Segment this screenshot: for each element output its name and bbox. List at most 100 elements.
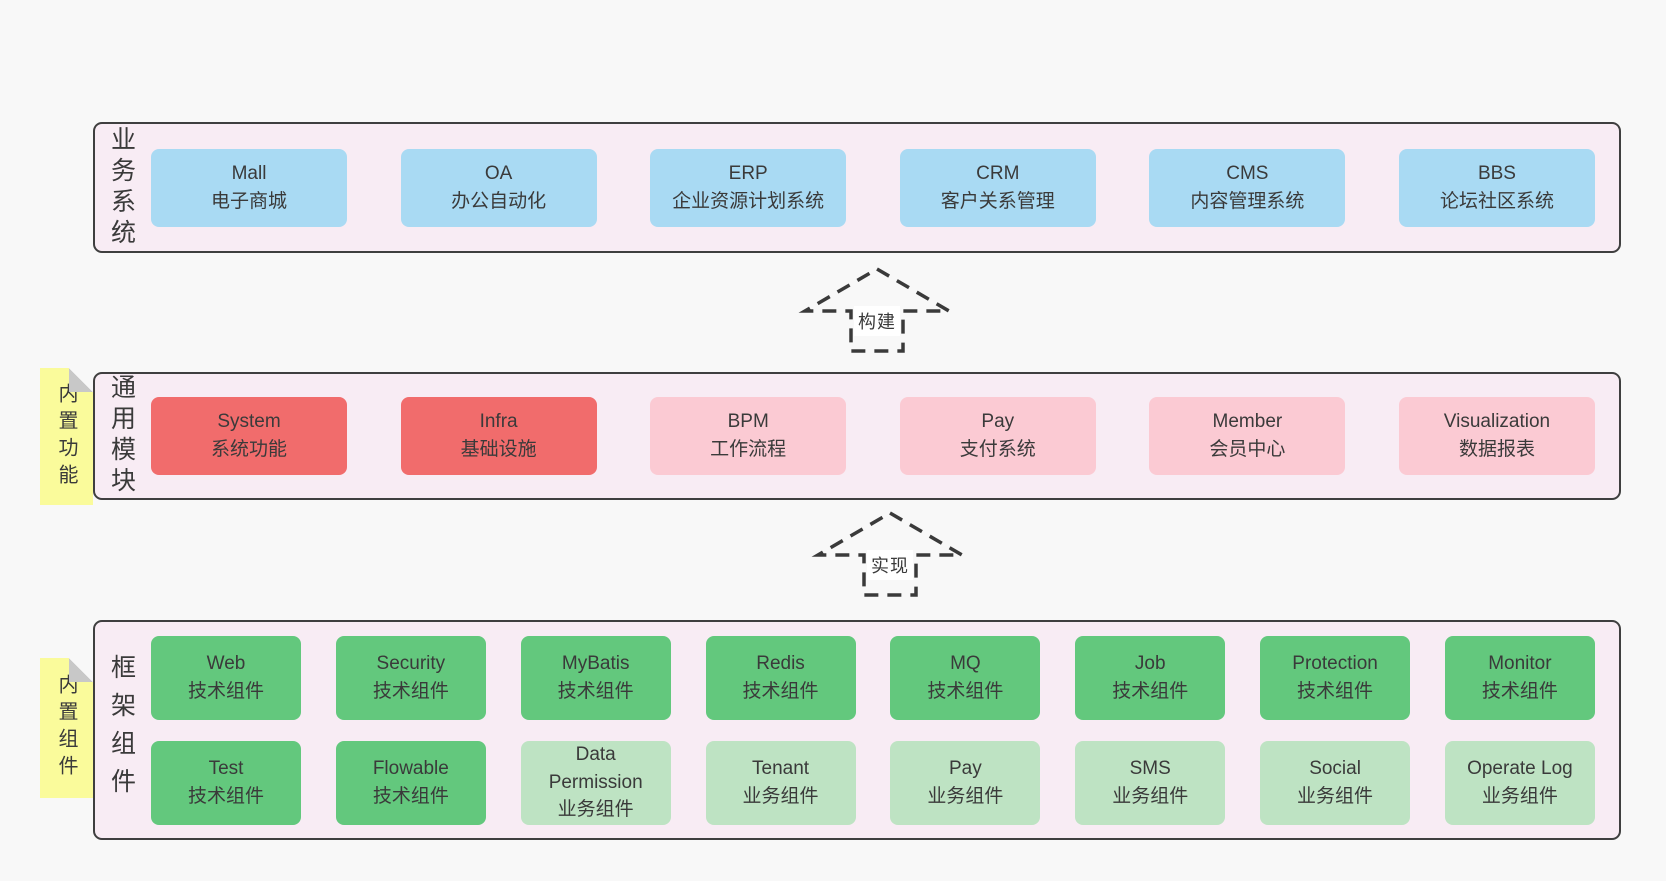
box-subtitle: 技术组件 <box>557 680 634 702</box>
box-subtitle: 办公自动化 <box>451 190 547 212</box>
box-subtitle: 技术组件 <box>372 785 449 807</box>
box-subtitle: 技术组件 <box>372 680 449 702</box>
box-subtitle: 内容管理系统 <box>1190 190 1305 212</box>
module-box-bbs: BBS 论坛社区系统 <box>1398 148 1595 227</box>
box-subtitle: 数据报表 <box>1458 439 1535 460</box>
box-title: BPM <box>727 411 769 433</box>
box-subtitle: 技术组件 <box>927 680 1004 702</box>
box-title: Mall <box>231 162 267 184</box>
module-box-mall: Mall 电子商城 <box>151 148 347 227</box>
section-label-text: 通用模块 <box>107 374 136 498</box>
module-box-operate-log: Operate Log 业务组件 <box>1444 740 1595 825</box>
box-title: Operate Log <box>1467 757 1573 779</box>
box-title: Protection <box>1292 652 1378 674</box>
sticky-note-built-in-features: 内置功能 <box>40 368 93 505</box>
folded-corner-icon <box>69 368 93 392</box>
box-title: Job <box>1134 652 1166 674</box>
box-title: Redis <box>756 652 805 674</box>
module-box-oa: OA 办公自动化 <box>400 148 597 227</box>
box-subtitle: 业务组件 <box>927 785 1004 807</box>
box-subtitle: 客户关系管理 <box>940 190 1055 212</box>
module-box-redis: Redis 技术组件 <box>705 635 856 720</box>
box-title: Flowable <box>372 757 449 779</box>
box-subtitle: 技术组件 <box>187 785 264 807</box>
box-subtitle: 业务组件 <box>1297 785 1374 807</box>
box-title: Social <box>1309 757 1361 779</box>
module-box-pay: Pay 支付系统 <box>899 397 1096 475</box>
box-title: Pay <box>949 757 982 779</box>
box-title: Security <box>376 652 446 674</box>
box-title: CRM <box>976 162 1020 184</box>
box-subtitle: 技术组件 <box>742 680 819 702</box>
sticky-note-text: 内置组件 <box>55 674 77 782</box>
box-subtitle: 系统功能 <box>210 439 287 460</box>
box-title: Data Permission <box>548 744 643 793</box>
box-subtitle: 支付系统 <box>959 439 1036 460</box>
build-arrow-icon <box>797 266 957 354</box>
box-subtitle: 基础设施 <box>460 439 537 460</box>
module-box-cms: CMS 内容管理系统 <box>1149 148 1346 227</box>
module-box-data-permission: Data Permission 业务组件 <box>520 740 671 825</box>
box-title: MQ <box>950 652 981 674</box>
section-label-common-modules: 通用模块 <box>95 374 147 498</box>
box-subtitle: 技术组件 <box>1112 680 1189 702</box>
build-arrow-label: 构建 <box>854 306 900 336</box>
box-title: Pay <box>981 411 1015 433</box>
box-subtitle: 会员中心 <box>1209 439 1286 460</box>
module-box-mybatis: MyBatis 技术组件 <box>520 635 671 720</box>
box-subtitle: 工作流程 <box>710 439 787 460</box>
module-box-member: Member 会员中心 <box>1149 397 1346 475</box>
module-box-social: Social 业务组件 <box>1260 740 1411 825</box>
box-subtitle: 业务组件 <box>557 799 634 821</box>
module-box-crm: CRM 客户关系管理 <box>899 148 1096 227</box>
box-title: System <box>217 411 281 433</box>
common-modules-boxes: System 系统功能 Infra 基础设施 BPM 工作流程 Pay 支付系统 Member 会… <box>147 374 1619 498</box>
module-box-web: Web 技术组件 <box>151 635 301 720</box>
sticky-note-built-in-components: 内置组件 <box>40 658 93 798</box>
box-subtitle: 电子商城 <box>210 190 287 212</box>
box-subtitle: 技术组件 <box>187 680 264 702</box>
section-label-text: 业务系统 <box>107 125 136 250</box>
box-title: ERP <box>728 162 768 184</box>
module-box-protection: Protection 技术组件 <box>1260 635 1411 720</box>
box-subtitle: 业务组件 <box>742 785 819 807</box>
box-title: Member <box>1212 411 1283 433</box>
module-box-job: Job 技术组件 <box>1075 635 1226 720</box>
module-box-security: Security 技术组件 <box>335 635 486 720</box>
implement-arrow-label: 实现 <box>867 550 913 580</box>
box-title: Infra <box>479 411 518 433</box>
box-title: OA <box>484 162 513 184</box>
box-subtitle: 技术组件 <box>1481 680 1558 702</box>
module-box-system: System 系统功能 <box>151 397 347 475</box>
module-box-test: Test 技术组件 <box>151 740 301 825</box>
module-box-infra: Infra 基础设施 <box>400 397 597 475</box>
box-title: Web <box>206 652 246 674</box>
box-subtitle: 业务组件 <box>1481 785 1558 807</box>
implement-arrow-icon <box>810 510 970 598</box>
module-box-mq: MQ 技术组件 <box>890 635 1041 720</box>
box-title: MyBatis <box>561 652 630 674</box>
section-label-text: 框架组件 <box>107 654 136 806</box>
folded-corner-icon <box>69 658 93 682</box>
box-title: BBS <box>1477 162 1516 184</box>
sticky-note-text: 内置功能 <box>55 382 77 491</box>
module-box-flowable: Flowable 技术组件 <box>335 740 486 825</box>
module-box-bpm: BPM 工作流程 <box>650 397 847 475</box>
box-title: Monitor <box>1488 652 1552 674</box>
box-subtitle: 论坛社区系统 <box>1439 190 1554 212</box>
box-title: CMS <box>1226 162 1269 184</box>
box-subtitle: 技术组件 <box>1297 680 1374 702</box>
box-title: Test <box>208 757 244 779</box>
section-label-business-systems: 业务系统 <box>95 124 147 251</box>
box-subtitle: 业务组件 <box>1112 785 1189 807</box>
module-box-pay: Pay 业务组件 <box>890 740 1041 825</box>
